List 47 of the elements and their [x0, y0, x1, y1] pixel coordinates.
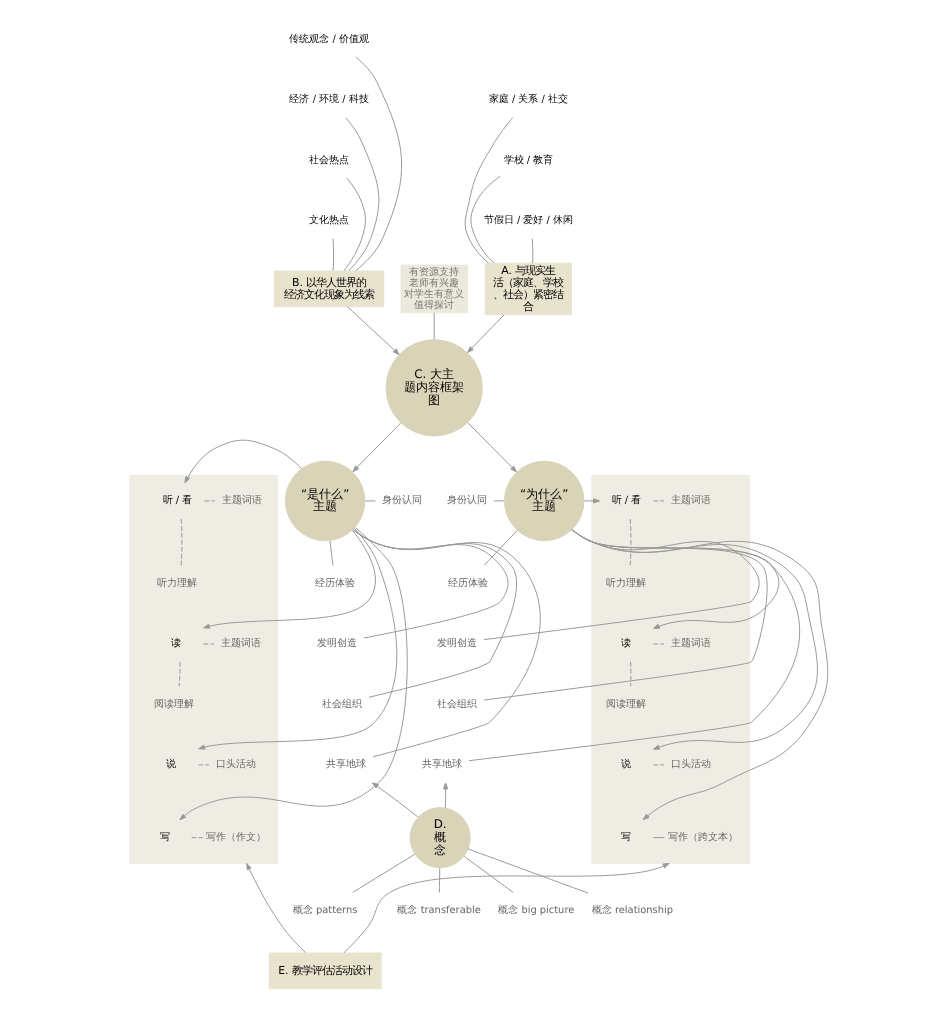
- arrow: [197, 527, 397, 750]
- connector: [492, 500, 504, 502]
- connector: [463, 117, 513, 264]
- connector: [482, 530, 517, 566]
- arrow: [570, 529, 828, 821]
- connector: [462, 856, 513, 894]
- connector: [177, 661, 180, 687]
- arrow: [370, 782, 418, 818]
- connector: [328, 540, 333, 566]
- connector: [467, 529, 800, 762]
- arrow: [466, 422, 516, 473]
- connector: [196, 764, 209, 766]
- connector: [342, 177, 365, 272]
- connector: [179, 518, 182, 566]
- connector: [437, 867, 440, 893]
- arrow: [582, 498, 599, 504]
- connector: [363, 500, 375, 502]
- connector: [469, 175, 500, 264]
- connector: [651, 837, 665, 839]
- arrow: [202, 530, 375, 629]
- arrow: [351, 422, 401, 473]
- connector: [351, 853, 415, 893]
- connector: [482, 529, 767, 701]
- arrow: [570, 529, 817, 750]
- connector: [432, 312, 434, 340]
- arrow: [466, 314, 504, 353]
- connector: [202, 500, 215, 502]
- connector: [351, 529, 540, 758]
- connector: [190, 837, 203, 839]
- connector: [344, 117, 379, 272]
- connector: [651, 643, 664, 645]
- connector: [201, 643, 214, 645]
- connector: [354, 56, 401, 272]
- connector: [466, 848, 588, 894]
- arrow: [342, 862, 669, 954]
- connector: [331, 238, 334, 272]
- arrow: [183, 439, 301, 484]
- connector: [482, 529, 759, 641]
- arrow: [345, 306, 399, 355]
- connector: [629, 661, 631, 687]
- connector: [628, 518, 631, 566]
- arrow: [245, 862, 306, 954]
- connector: [651, 500, 664, 502]
- connector: [651, 764, 664, 766]
- connector: [530, 238, 533, 264]
- arrow: [178, 527, 407, 821]
- arrow: [442, 782, 448, 809]
